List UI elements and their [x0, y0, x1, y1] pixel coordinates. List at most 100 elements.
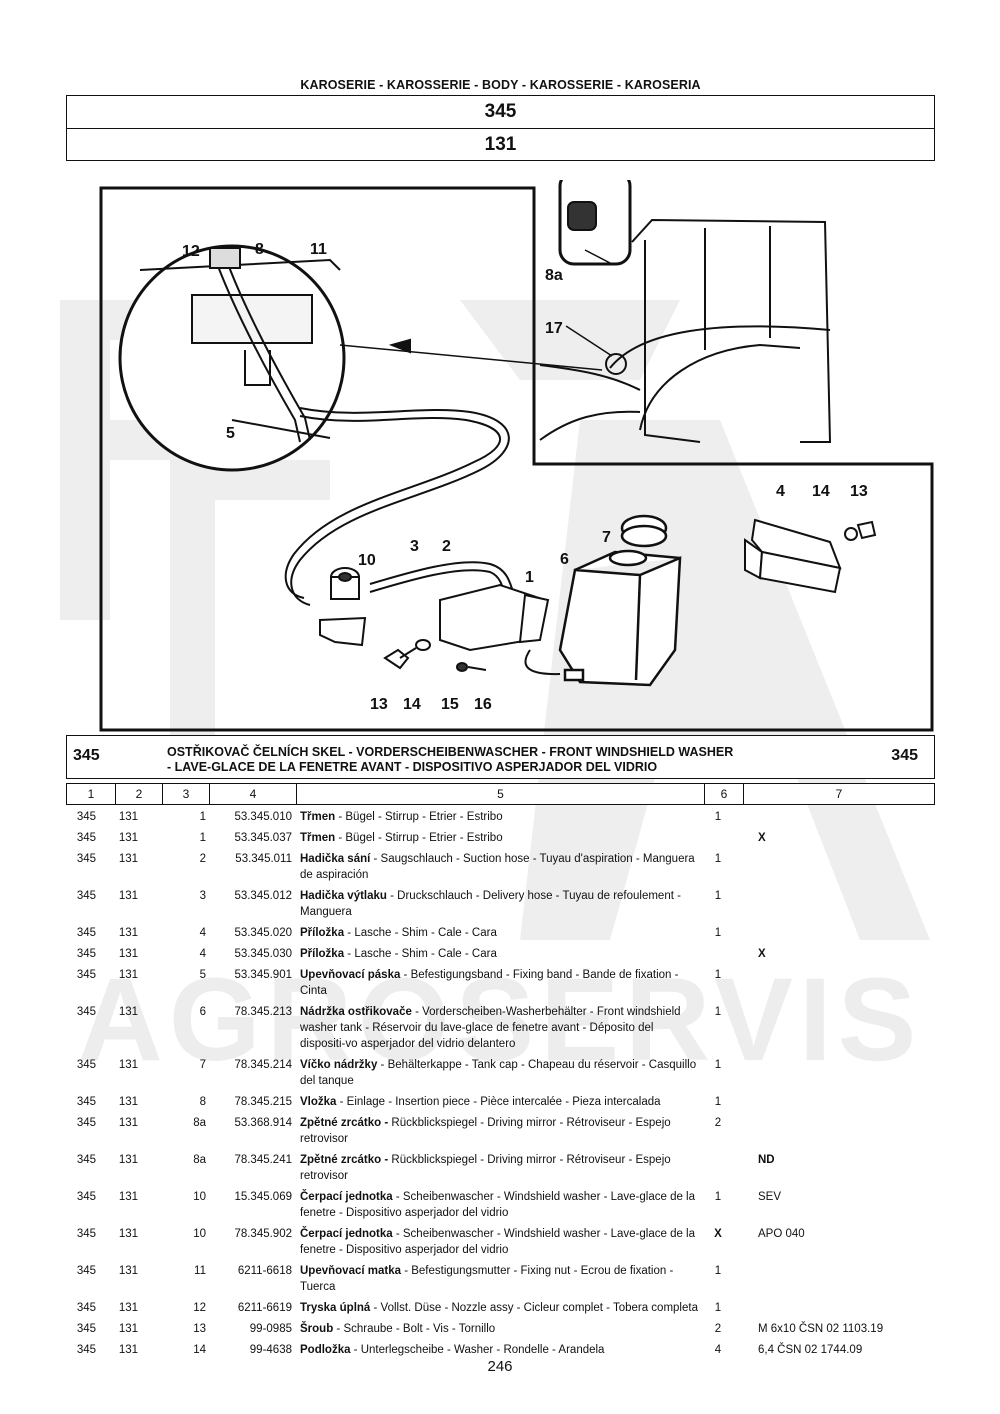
part-name: Vložka — [300, 1096, 337, 1108]
cell-part-number: 53.345.010 — [234, 811, 292, 823]
callout-15: 15 — [441, 696, 459, 713]
part-name: Upevňovací páska — [300, 969, 401, 981]
cell-col2: 131 — [118, 1323, 138, 1335]
callout-14-top: 14 — [812, 483, 830, 500]
part-translations: - Befestigungsmutter - Fixing nut - Ecro… — [300, 1265, 674, 1293]
part-translations: Rückblickspiegel - Driving mirror - Rétr… — [300, 1117, 671, 1145]
cell-part-number: 99-0985 — [249, 1323, 292, 1335]
cell-col3: 1 — [199, 811, 206, 823]
cell-note: 6,4 ČSN 02 1744.09 — [758, 1344, 863, 1356]
part-name: Třmen — [300, 832, 336, 844]
part-name: Třmen — [300, 811, 336, 823]
cell-col3: 5 — [199, 969, 206, 981]
part-translations: - Lasche - Shim - Cale - Cara — [344, 948, 497, 960]
col-header-1: 1 — [67, 784, 116, 804]
callout-6: 6 — [560, 551, 569, 568]
cell-description: Upevňovací matka - Befestigungsmutter - … — [292, 1263, 698, 1295]
cell-col2: 131 — [118, 832, 138, 844]
cell-col1: 345 — [76, 1096, 96, 1108]
cell-quantity: 1 — [714, 890, 722, 902]
col-header-7: 7 — [835, 787, 843, 801]
parts-diagram: 12 8 11 5 8a 17 3 2 10 1 7 6 4 14 13 13 … — [99, 180, 934, 732]
cell-col1: 345 — [76, 969, 96, 981]
cell-col3: 1 — [199, 832, 206, 844]
cell-part-number: 53.345.037 — [234, 832, 292, 844]
cell-col2: 131 — [118, 927, 138, 939]
cell-quantity: 1 — [714, 1302, 722, 1314]
cell-col2: 131 — [118, 1265, 138, 1277]
part-translations: - Scheibenwascher - Windshield washer - … — [300, 1191, 696, 1219]
callout-13: 13 — [370, 696, 388, 713]
cell-description: Čerpací jednotka - Scheibenwascher - Win… — [292, 1189, 698, 1221]
part-translations: - Schraube - Bolt - Vis - Tornillo — [333, 1323, 496, 1335]
part-name: Tryska úplná — [300, 1302, 371, 1314]
callout-7: 7 — [602, 529, 611, 546]
part-translations: Rückblickspiegel - Driving mirror - Rétr… — [300, 1154, 671, 1182]
cell-col2: 131 — [118, 1096, 138, 1108]
group-code: 345 — [484, 101, 517, 122]
cell-col2: 131 — [118, 890, 138, 902]
cell-col2: 131 — [118, 948, 138, 960]
cell-col3: 11 — [194, 1265, 206, 1277]
cell-col1: 345 — [76, 1191, 96, 1203]
cell-quantity: 1 — [714, 1265, 722, 1277]
part-name: Víčko nádržky — [300, 1059, 378, 1071]
group-title-line1: OSTŘIKOVAČ ČELNÍCH SKEL - VORDERSCHEIBEN… — [167, 745, 734, 759]
part-name: Šroub — [300, 1323, 334, 1335]
cell-quantity: 2 — [714, 1117, 722, 1129]
cell-col2: 131 — [118, 1117, 138, 1129]
cell-col3: 7 — [199, 1059, 206, 1071]
cell-part-number: 78.345.215 — [234, 1096, 292, 1108]
part-name: Příložka — [300, 948, 345, 960]
part-name: Podložka — [300, 1344, 351, 1356]
cell-col3: 8a — [193, 1154, 206, 1166]
callout-11: 11 — [310, 241, 327, 258]
cell-quantity: 1 — [714, 1059, 722, 1071]
col-header-2: 2 — [116, 784, 163, 804]
cell-description: Příložka - Lasche - Shim - Cale - Cara — [292, 925, 698, 941]
cell-part-number: 15.345.069 — [234, 1191, 292, 1203]
cell-description: Podložka - Unterlegscheibe - Washer - Ro… — [292, 1342, 698, 1358]
cell-note: ND — [758, 1154, 775, 1166]
cell-description: Třmen - Bügel - Stirrup - Etrier - Estri… — [292, 830, 698, 846]
cell-part-number: 53.345.020 — [234, 927, 292, 939]
part-name: Hadička sání — [300, 853, 371, 865]
cell-quantity: 1 — [714, 1096, 722, 1108]
cell-description: Hadička výtlaku - Druckschlauch - Delive… — [292, 888, 698, 920]
cell-col1: 345 — [76, 1344, 96, 1356]
part-translations: - Behälterkappe - Tank cap - Chapeau du … — [300, 1059, 697, 1087]
cell-part-number: 53.345.030 — [234, 948, 292, 960]
cell-note: X — [758, 948, 766, 960]
cell-part-number: 78.345.241 — [234, 1154, 292, 1166]
cell-description: Upevňovací páska - Befestigungsband - Fi… — [292, 967, 698, 999]
cell-col2: 131 — [118, 1228, 138, 1240]
cell-col3: 6 — [199, 1006, 206, 1018]
part-name: Nádržka ostřikovače — [300, 1006, 412, 1018]
part-translations: - Befestigungsband - Fixing band - Bande… — [300, 969, 679, 997]
part-name: Čerpací jednotka — [300, 1228, 393, 1240]
cell-description: Příložka - Lasche - Shim - Cale - Cara — [292, 946, 698, 962]
cell-quantity: 1 — [714, 1006, 722, 1018]
cell-col3: 14 — [193, 1344, 206, 1356]
part-name: Upevňovací matka — [300, 1265, 401, 1277]
cell-col1: 345 — [76, 1006, 96, 1018]
part-translations: - Vorderscheiben-Washerbehälter - Front … — [300, 1006, 681, 1050]
cell-part-number: 78.345.214 — [234, 1059, 292, 1071]
col-header-4: 4 — [210, 784, 297, 804]
cell-quantity: X — [714, 1228, 722, 1240]
cell-col1: 345 — [76, 890, 96, 902]
callout-2: 2 — [442, 538, 451, 555]
cell-col1: 345 — [76, 811, 96, 823]
cell-part-number: 6211-6618 — [237, 1265, 292, 1277]
cell-note: APO 040 — [758, 1228, 805, 1240]
